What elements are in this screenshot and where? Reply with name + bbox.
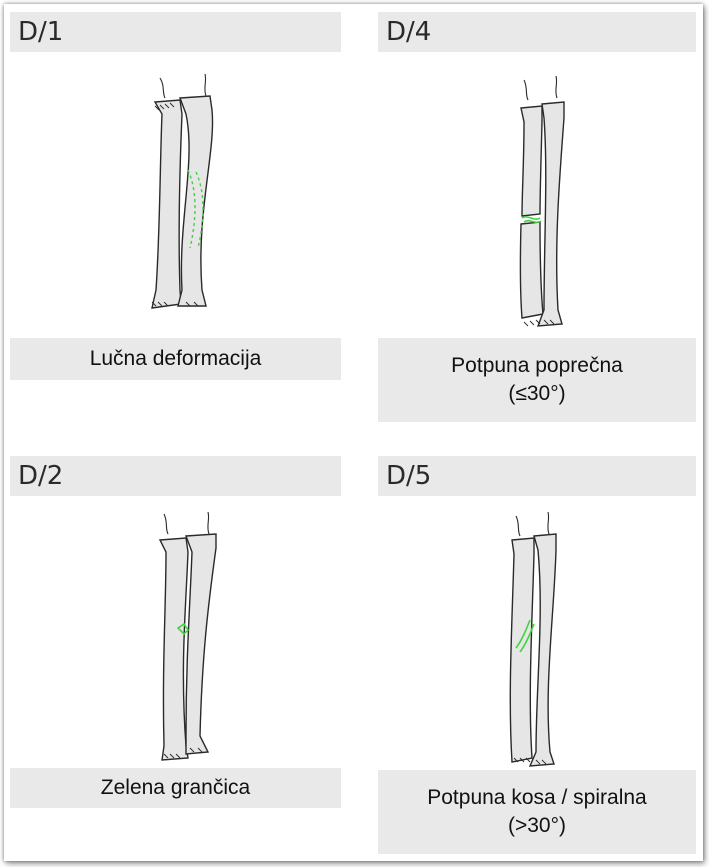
- panel-caption: Potpuna poprečna (≤30°): [378, 338, 696, 422]
- bone-illustration: [378, 496, 696, 768]
- caption-line-1: Potpuna poprečna: [451, 352, 623, 380]
- caption-line-1: Lučna deformacija: [90, 345, 262, 373]
- bone-illustration: [10, 496, 341, 768]
- bone-illustration: [10, 52, 341, 338]
- panel-d4: D/4 Potpuna poprečna (≤30°): [378, 12, 696, 418]
- greenstick-fracture-drawing: [10, 496, 341, 768]
- panel-d1: D/1 Lučna deformacija: [10, 12, 341, 376]
- panel-code: D/1: [10, 12, 341, 52]
- panel-d5: D/5 Potpuna kosa / spiralna (>30°): [378, 456, 696, 854]
- panel-caption: Zelena grančica: [10, 768, 341, 808]
- oblique-spiral-fracture-drawing: [378, 496, 696, 768]
- bowing-forearm-drawing: [10, 52, 341, 338]
- panel-d2: D/2 Zelena grančica: [10, 456, 341, 822]
- caption-line-1: Potpuna kosa / spiralna: [427, 784, 646, 812]
- bone-illustration: [378, 52, 696, 338]
- caption-line-2: (≤30°): [508, 380, 565, 408]
- panel-code: D/5: [378, 456, 696, 496]
- panel-caption: Potpuna kosa / spiralna (>30°): [378, 770, 696, 854]
- panel-code: D/4: [378, 12, 696, 52]
- caption-line-1: Zelena grančica: [101, 774, 250, 802]
- panel-code: D/2: [10, 456, 341, 496]
- panel-caption: Lučna deformacija: [10, 338, 341, 380]
- transverse-fracture-drawing: [378, 52, 696, 338]
- figure-frame: D/1 Lučna deformacija D/4: [4, 4, 703, 861]
- caption-line-2: (>30°): [508, 812, 566, 840]
